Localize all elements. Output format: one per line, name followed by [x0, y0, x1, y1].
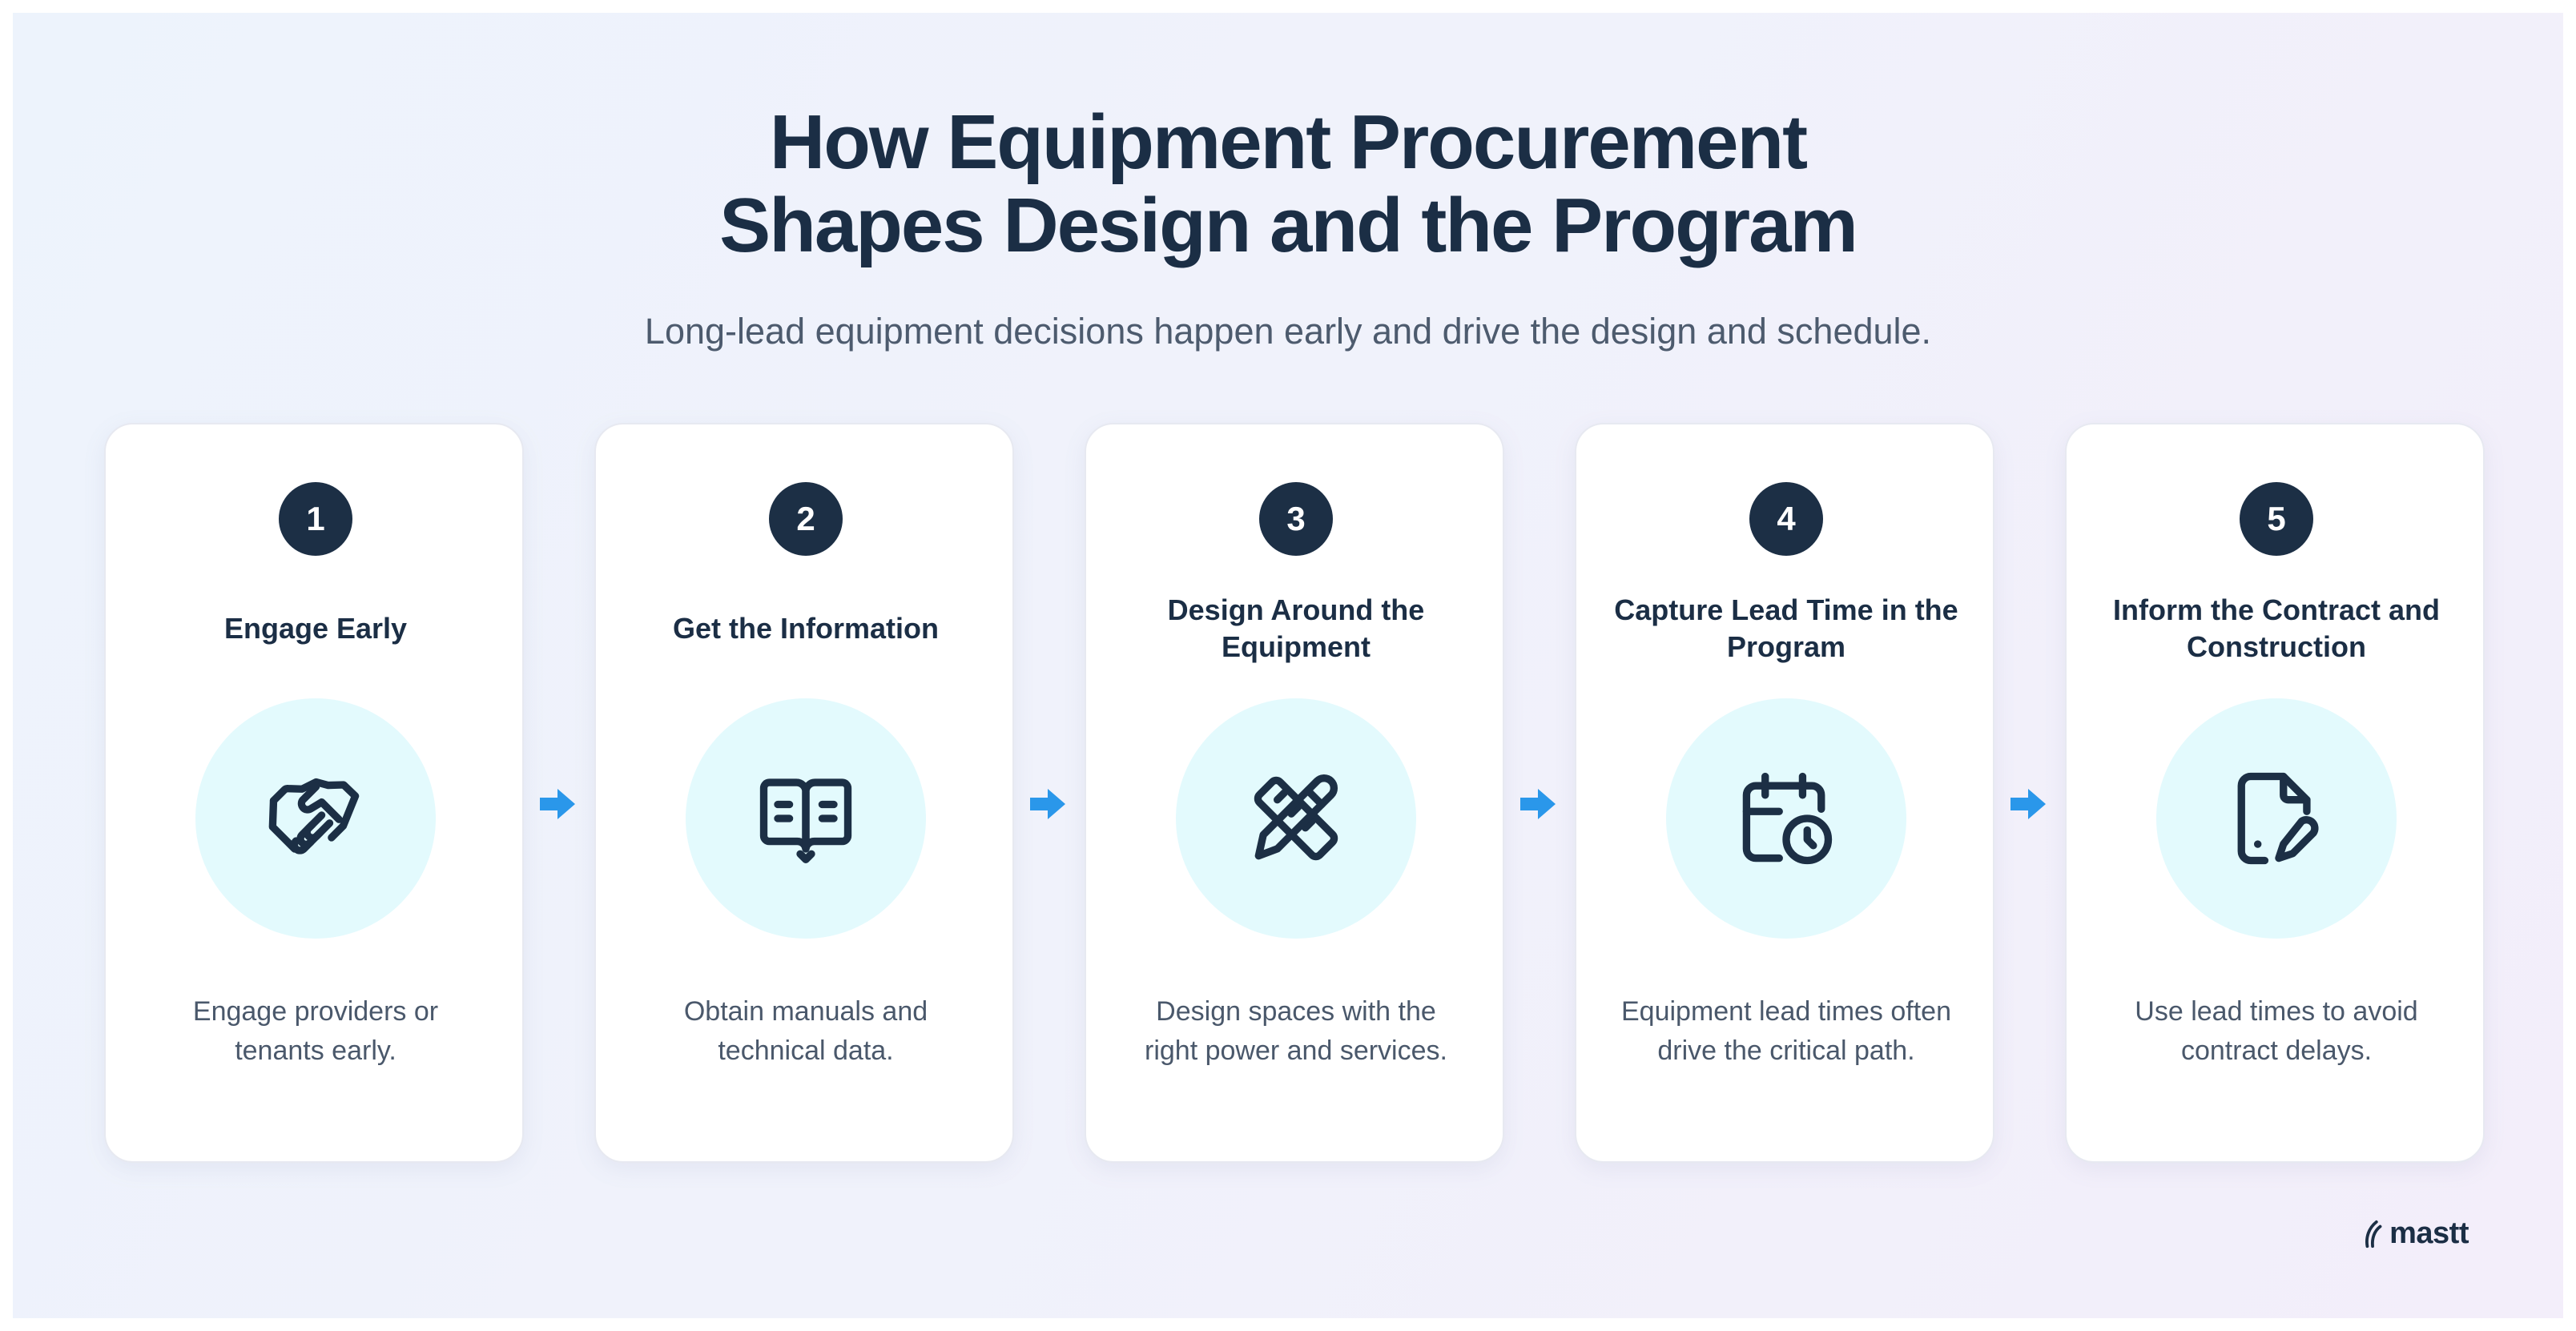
step-description: Equipment lead times often drive the cri…: [1620, 996, 1952, 1066]
step-number-badge: 2: [769, 482, 843, 556]
page-title: How Equipment Procurement Shapes Design …: [13, 101, 2563, 267]
step-icon-circle: [686, 698, 926, 939]
step-number-badge: 3: [1259, 482, 1333, 556]
brand-logo: mastt: [2362, 1216, 2469, 1251]
step-description: Engage providers or tenants early.: [192, 996, 439, 1066]
title-line-1: How Equipment Procurement: [769, 99, 1808, 185]
step-description: Obtain manuals and technical data.: [683, 996, 928, 1066]
step-title: Design Around the Equipment: [1167, 593, 1425, 663]
arrow-right-icon: [2010, 789, 2046, 819]
ruler-pencil-icon: [1254, 774, 1338, 861]
mastt-leaf-icon: [2365, 1220, 2382, 1248]
open-book-icon: [759, 778, 852, 863]
step-description: Use lead times to avoid contract delays.: [2135, 996, 2418, 1066]
step-title: Inform the Contract and Construction: [2112, 593, 2440, 663]
step-icon-circle: [2156, 698, 2397, 939]
brand-name: mastt: [2389, 1216, 2469, 1250]
document-pen-icon: [2237, 772, 2319, 865]
step-card-2: 2 Get the Information Obtain manuals and…: [594, 423, 1014, 1163]
step-number-badge: 1: [279, 482, 352, 556]
step-title: Engage Early: [223, 612, 408, 645]
infographic-canvas: How Equipment Procurement Shapes Design …: [13, 13, 2563, 1318]
calendar-clock-icon: [1742, 772, 1833, 865]
step-number-badge: 4: [1749, 482, 1823, 556]
arrow-right-icon: [540, 789, 575, 819]
handshake-icon: [268, 778, 360, 854]
step-icon-circle: [1666, 698, 1906, 939]
step-card-3: 3 Design Around the Equipment Design spa…: [1085, 423, 1504, 1163]
step-card-1: 1 Engage Early Engage providers or tenan…: [104, 423, 524, 1163]
step-title: Get the Information: [673, 612, 939, 645]
title-line-2: Shapes Design and the Program: [719, 183, 1858, 268]
step-title: Capture Lead Time in the Program: [1614, 593, 1958, 663]
step-number-badge: 5: [2240, 482, 2313, 556]
step-card-4: 4 Capture Lead Time in the Program Equip…: [1575, 423, 1994, 1163]
step-icon-circle: [195, 698, 436, 939]
step-description: Design spaces with the right power and s…: [1145, 996, 1447, 1066]
step-icon-circle: [1176, 698, 1416, 939]
arrow-right-icon: [1030, 789, 1065, 819]
step-card-5: 5 Inform the Contract and Construction U…: [2065, 423, 2485, 1163]
arrow-right-icon: [1520, 789, 1556, 819]
page-subtitle: Long-lead equipment decisions happen ear…: [644, 311, 1932, 352]
